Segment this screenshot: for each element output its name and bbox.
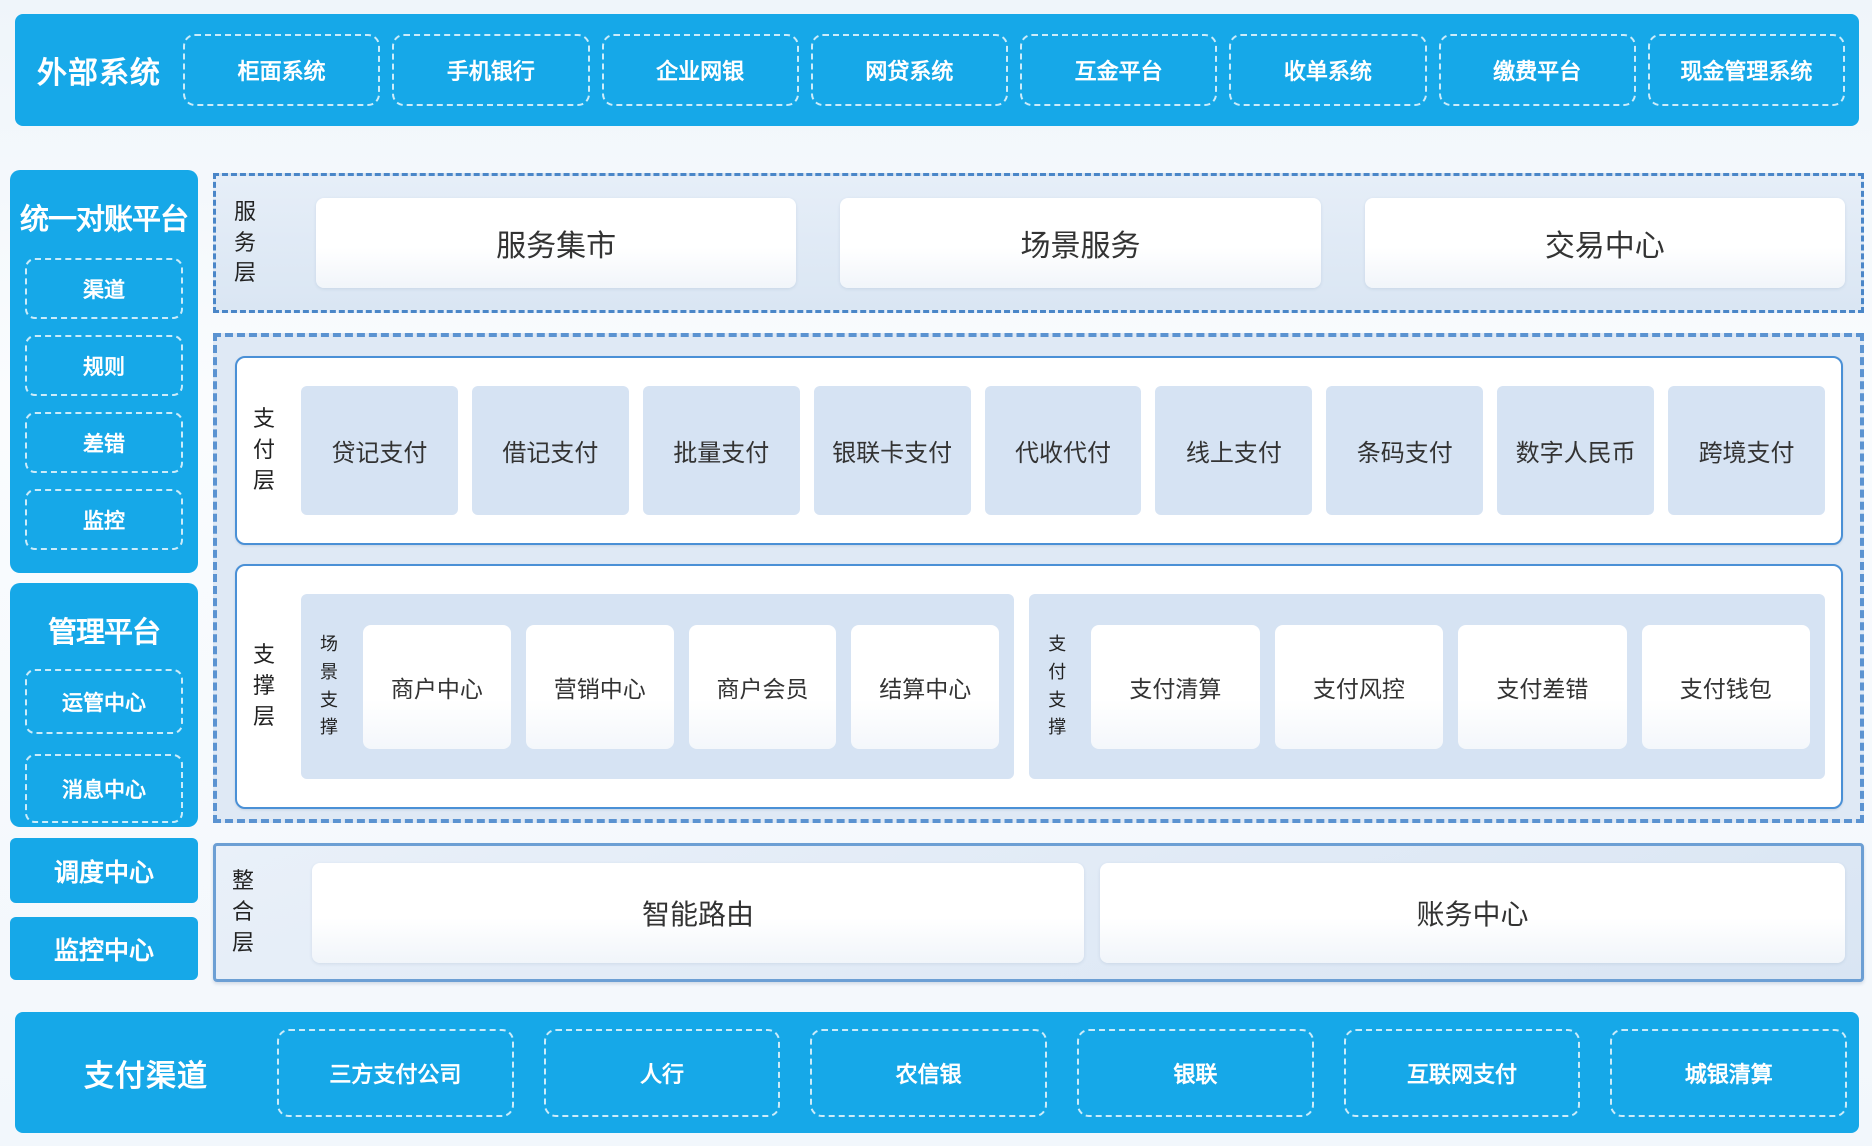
reconciliation-platform-title: 统一对账平台 [19, 204, 189, 236]
reconciliation-item-monitoring: 监控 [25, 489, 183, 550]
reconciliation-platform-items: 渠道 规则 差错 监控 [10, 238, 198, 550]
integration-card-accounting-center: 账务中心 [1099, 862, 1845, 963]
service-card-service-market: 服务集市 [316, 198, 797, 288]
payment-layer-cards: 贷记支付 借记支付 批量支付 银联卡支付 代收代付 线上支付 条码支付 数字人民… [301, 386, 1841, 515]
payment-card-cross-border: 跨境支付 [1668, 386, 1826, 515]
scene-support-label: 场景支撑 [320, 633, 338, 738]
payment-card-debit: 借记支付 [471, 386, 629, 515]
payment-card-batch: 批量支付 [642, 386, 800, 515]
scene-support-group: 场景支撑 商户中心 营销中心 商户会员 结算中心 [301, 594, 1015, 779]
payment-card-collection-agency: 代收代付 [984, 386, 1142, 515]
payment-support-card-clearing: 支付清算 [1091, 624, 1260, 749]
scene-card-settlement-center: 结算中心 [851, 624, 1000, 749]
payment-card-unionpay-card: 银联卡支付 [813, 386, 971, 515]
channel-chip-rural-credit: 农信银 [810, 1028, 1048, 1117]
external-systems-bar: 外部系统 柜面系统 手机银行 企业网银 网贷系统 互金平台 收单系统 缴费平台 … [15, 14, 1859, 126]
management-platform-items: 运管中心 消息中心 [10, 651, 198, 823]
service-layer-label: 服务层 [233, 198, 256, 286]
channel-chip-third-party: 三方支付公司 [277, 1028, 514, 1117]
support-layer: 支撑层 场景支撑 商户中心 营销中心 商户会员 结算中心 支付支撑 支付清算 支… [235, 564, 1843, 809]
reconciliation-platform-block: 统一对账平台 渠道 规则 差错 监控 [10, 170, 198, 573]
reconciliation-item-errors: 差错 [25, 412, 183, 473]
channel-chip-internet-payment: 互联网支付 [1343, 1028, 1581, 1117]
payment-card-digital-rmb: 数字人民币 [1497, 386, 1655, 515]
external-system-chip-mobile-banking: 手机银行 [392, 34, 590, 106]
payment-channels-bar: 支付渠道 三方支付公司 人行 农信银 银联 互联网支付 城银清算 [15, 1012, 1859, 1133]
management-item-message-center: 消息中心 [25, 754, 183, 823]
service-card-scene-service: 场景服务 [840, 198, 1321, 288]
payment-support-cards: 支付清算 支付风控 支付差错 支付钱包 [1091, 624, 1825, 749]
external-system-chip-online-loan: 网贷系统 [810, 34, 1008, 106]
management-platform-title: 管理平台 [47, 617, 161, 649]
external-system-chip-counter: 柜面系统 [183, 34, 381, 106]
scene-card-merchant-member: 商户会员 [688, 624, 837, 749]
payment-support-card-wallet: 支付钱包 [1641, 624, 1811, 749]
payment-channels-title: 支付渠道 [84, 1059, 208, 1093]
external-system-chip-corporate-ebank: 企业网银 [601, 34, 799, 106]
external-systems-title: 外部系统 [37, 57, 161, 90]
integration-card-smart-routing: 智能路由 [312, 862, 1084, 963]
management-platform-block: 管理平台 运管中心 消息中心 [10, 583, 198, 827]
integration-layer-cards: 智能路由 账务中心 [312, 862, 1861, 963]
core-layers-container: 支付层 贷记支付 借记支付 批量支付 银联卡支付 代收代付 线上支付 条码支付 … [213, 333, 1864, 823]
payment-layer-label: 支付层 [252, 406, 275, 493]
support-layer-groups: 场景支撑 商户中心 营销中心 商户会员 结算中心 支付支撑 支付清算 支付风控 … [301, 594, 1841, 779]
payment-support-card-error: 支付差错 [1458, 624, 1627, 749]
external-system-chip-internet-finance: 互金平台 [1020, 34, 1218, 106]
scene-support-cards: 商户中心 营销中心 商户会员 结算中心 [363, 624, 1014, 749]
integration-layer: 整合层 智能路由 账务中心 [213, 843, 1864, 982]
payment-card-credit: 贷记支付 [301, 386, 458, 515]
external-systems-items: 柜面系统 手机银行 企业网银 网贷系统 互金平台 收单系统 缴费平台 现金管理系… [183, 34, 1859, 106]
payment-support-card-risk-control: 支付风控 [1274, 624, 1444, 749]
support-layer-label: 支撑层 [252, 642, 275, 729]
reconciliation-item-rules: 规则 [25, 335, 183, 396]
channel-chip-city-bank-clearing: 城银清算 [1610, 1028, 1848, 1117]
payment-card-barcode: 条码支付 [1326, 386, 1484, 515]
reconciliation-item-channel: 渠道 [25, 258, 183, 319]
scene-card-merchant-center: 商户中心 [363, 624, 511, 749]
external-system-chip-fee-payment: 缴费平台 [1438, 34, 1636, 106]
scene-card-marketing-center: 营销中心 [525, 624, 674, 749]
payment-channels-items: 三方支付公司 人行 农信银 银联 互联网支付 城银清算 [277, 1028, 1859, 1117]
management-item-operations-center: 运管中心 [25, 669, 183, 734]
payment-support-group: 支付支撑 支付清算 支付风控 支付差错 支付钱包 [1029, 594, 1825, 779]
payment-support-label: 支付支撑 [1048, 633, 1067, 738]
service-layer: 服务层 服务集市 场景服务 交易中心 [213, 173, 1864, 313]
integration-layer-label: 整合层 [231, 868, 254, 955]
dispatch-center-block: 调度中心 [10, 838, 198, 903]
payment-layer: 支付层 贷记支付 借记支付 批量支付 银联卡支付 代收代付 线上支付 条码支付 … [235, 356, 1843, 545]
monitor-center-block: 监控中心 [10, 917, 198, 980]
service-card-trade-center: 交易中心 [1364, 198, 1845, 288]
external-system-chip-cash-management: 现金管理系统 [1647, 34, 1845, 106]
channel-chip-pboc: 人行 [543, 1028, 781, 1117]
channel-chip-unionpay: 银联 [1077, 1028, 1314, 1117]
external-system-chip-acquiring: 收单系统 [1229, 34, 1427, 106]
payment-card-online: 线上支付 [1155, 386, 1313, 515]
service-layer-cards: 服务集市 场景服务 交易中心 [316, 198, 1861, 288]
